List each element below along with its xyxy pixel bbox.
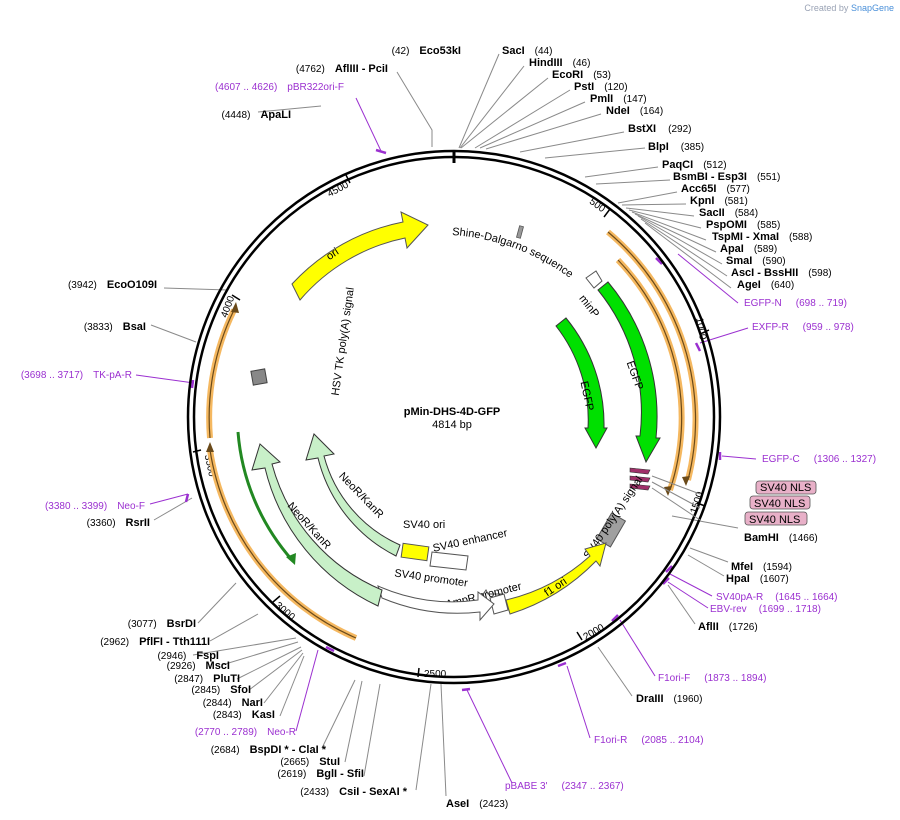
site-bstxi: BstXI(292) <box>628 123 691 135</box>
orf-bands <box>206 229 699 641</box>
site-tspmi: TspMI - XmaI(588) <box>712 231 812 243</box>
primer-exfp-r: EXFP-R(959 .. 978) <box>752 322 854 333</box>
site-eco53ki: (42)Eco53kI <box>392 45 461 57</box>
restriction-sites-left: (42)Eco53kI (4762)AflIII - PciI (4448)Ap… <box>68 45 461 798</box>
site-bgli: (2619)BglI - SfiI <box>277 768 364 780</box>
tick-label-1000: 1000 <box>693 317 708 341</box>
primer-sv40pa-r: SV40pA-R(1645 .. 1664) <box>716 592 838 603</box>
site-csii: (2433)CsiI - SexAI * <box>300 786 407 798</box>
site-bsai: (3833)BsaI <box>84 321 146 333</box>
sv40-nls-label-2: SV40 NLS <box>754 498 805 510</box>
feature-label-hsv-tk-polya: HSV TK poly(A) signal <box>330 287 357 397</box>
feature-label-sv40-enhancer: SV40 enhancer <box>432 527 509 555</box>
site-stui: (2665)StuI <box>280 756 340 768</box>
sv40-nls-labels: SV40 NLS SV40 NLS SV40 NLS <box>744 480 817 526</box>
credit-brand: SnapGene <box>850 3 894 13</box>
feature-sv40-nls-markers <box>629 467 701 521</box>
feature-hsv-tk-polya: HSV TK poly(A) signal <box>250 287 357 397</box>
primer-pbabe-3: pBABE 3'(2347 .. 2367) <box>505 781 624 792</box>
site-bsrdi: (3077)BsrDI <box>128 618 196 630</box>
primer-labels: (4607 .. 4626)pBR322ori-F EGFP-N(698 .. … <box>21 82 876 792</box>
svg-text:Shine-Dalgarno sequence: Shine-Dalgarno sequence <box>452 226 576 281</box>
feature-sv40-enhancer: SV40 enhancer <box>429 527 509 571</box>
feature-egfp-inner: EGFP <box>555 317 608 450</box>
site-ecori: EcoRI(53) <box>552 69 611 81</box>
site-rsrii: (3360)RsrII <box>87 517 150 529</box>
feature-green-orf-thin <box>236 431 296 565</box>
site-pluti: (2847)PluTI <box>174 673 240 685</box>
primer-ebv-rev: EBV-rev(1699 .. 1718) <box>710 604 821 615</box>
site-kpni: KpnI(581) <box>690 195 748 207</box>
site-paqci: PaqCI(512) <box>662 159 727 171</box>
site-blpi: BlpI(385) <box>648 141 704 153</box>
primer-neo-r: (2770 .. 2789)Neo-R <box>195 727 296 738</box>
site-smai: SmaI(590) <box>726 255 786 267</box>
site-agei: AgeI(640) <box>737 279 794 291</box>
site-saci: SacI(44) <box>502 45 552 57</box>
feature-f1-ori: f1 ori <box>505 542 607 615</box>
site-pspomi: PspOMI(585) <box>706 219 780 231</box>
tick-label-2500: 2500 <box>424 669 447 680</box>
tick-label-500: 500 <box>587 196 607 215</box>
site-fspi: (2946)FspI <box>157 650 219 662</box>
credit-prefix: Created by <box>804 3 849 13</box>
site-kasi: (2843)KasI <box>213 709 275 721</box>
primer-pbr322ori-f: (4607 .. 4626)pBR322ori-F <box>215 82 344 93</box>
site-psti: PstI(120) <box>574 81 628 93</box>
site-nari: (2844)NarI <box>203 697 263 709</box>
site-apai: ApaI(589) <box>720 243 777 255</box>
plasmid-name: pMin-DHS-4D-GFP <box>404 406 501 418</box>
primer-marks <box>184 148 722 692</box>
feature-label-sv40-promoter: SV40 promoter <box>394 567 469 589</box>
site-bspdi: (2684)BspDI * - ClaI * <box>211 744 327 756</box>
primer-leader-lines <box>135 97 757 784</box>
feature-minp: minP <box>576 270 603 320</box>
feature-label-sv40-ori: SV40 ori <box>403 519 445 531</box>
primer-f1ori-r: F1ori-R(2085 .. 2104) <box>594 735 704 746</box>
site-bsmbi: BsmBI - Esp3I(551) <box>673 171 780 183</box>
site-ndei: NdeI(164) <box>606 105 663 117</box>
feature-ori: ori <box>291 211 429 301</box>
feature-sv40-ori: SV40 ori <box>400 519 445 562</box>
site-asci: AscI - BssHII(598) <box>731 267 832 279</box>
site-msci: (2926)MscI <box>167 660 230 672</box>
primer-neo-f: (3380 .. 3399)Neo-F <box>45 501 145 512</box>
tick-label-3000: 3000 <box>273 600 297 623</box>
site-sfoi: (2845)SfoI <box>191 684 251 696</box>
restriction-sites-right: SacI(44) HindIII(46) EcoRI(53) PstI(120)… <box>446 45 832 810</box>
sv40-nls-label-1: SV40 NLS <box>760 482 811 494</box>
feature-shine-dalgarno: Shine-Dalgarno sequence <box>452 225 576 281</box>
tick-label-2000: 2000 <box>582 622 607 643</box>
tick-marks <box>192 174 710 678</box>
primer-egfp-n: EGFP-N(698 .. 719) <box>744 298 847 309</box>
site-mfei: MfeI(1594) <box>731 561 792 573</box>
site-pflfi: (2962)PflFI - Tth111I <box>100 636 210 648</box>
site-apali: (4448)ApaLI <box>222 109 291 121</box>
sv40-nls-label-3: SV40 NLS <box>749 514 800 526</box>
site-draiii: DraIII(1960) <box>636 693 702 705</box>
primer-tk-pa-r: (3698 .. 3717)TK-pA-R <box>21 370 132 381</box>
site-acc65i: Acc65I(577) <box>681 183 750 195</box>
feature-label-neor-kanr-1: NeoR/KanR <box>336 470 385 521</box>
site-bamhi: BamHI(1466) <box>744 532 818 544</box>
site-asei: AseI(2423) <box>446 798 508 810</box>
site-leader-lines <box>150 53 739 797</box>
plasmid-size: 4814 bp <box>432 419 472 431</box>
site-pmli: PmlI(147) <box>590 93 647 105</box>
primer-egfp-c: EGFP-C(1306 .. 1327) <box>762 454 876 465</box>
primer-f1ori-f: F1ori-F(1873 .. 1894) <box>658 673 767 684</box>
site-eco0109i: (3942)EcoO109I <box>68 279 157 291</box>
site-hpai: HpaI(1607) <box>726 573 789 585</box>
site-afliii: (4762)AflIII - PciI <box>296 63 388 75</box>
feature-label-shine-dalgarno: Shine-Dalgarno sequence <box>452 226 576 281</box>
site-aflii: AflII(1726) <box>698 621 758 633</box>
site-sacii: SacII(584) <box>699 207 758 219</box>
snapgene-credit: Created by SnapGene <box>804 3 894 13</box>
feature-label-minp: minP <box>576 293 601 320</box>
site-hindiii: HindIII(46) <box>529 57 590 69</box>
